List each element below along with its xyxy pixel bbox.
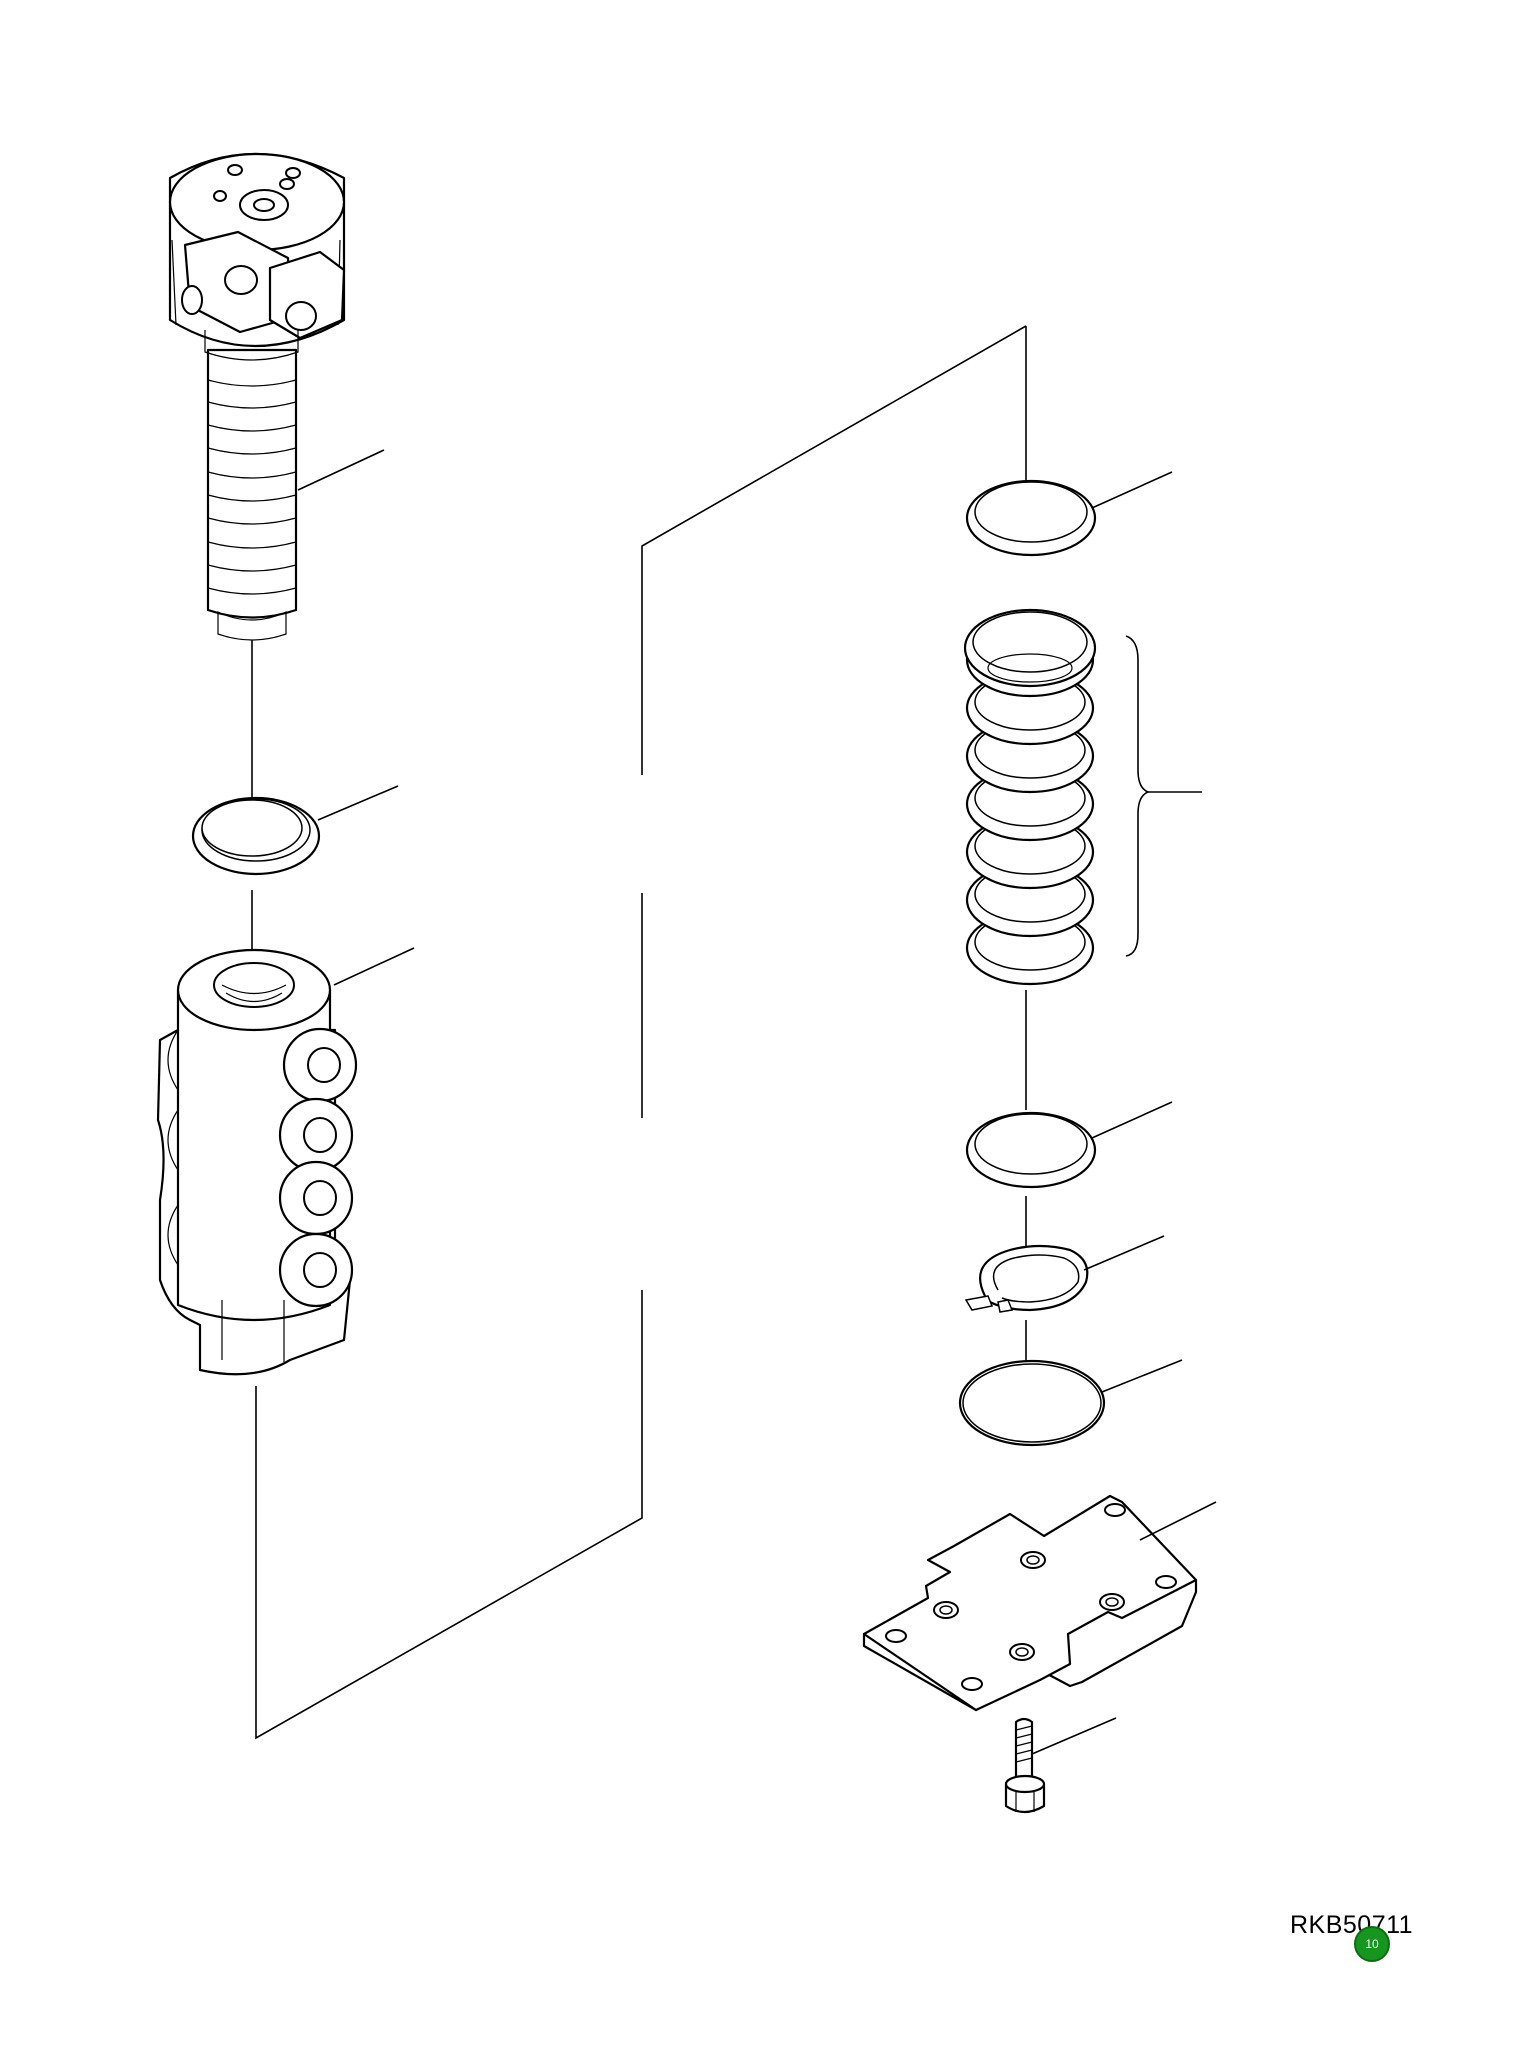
ring-left (191, 796, 321, 876)
page-badge[interactable]: 10 (1354, 1926, 1390, 1962)
bolt (1004, 1717, 1046, 1814)
cover-plate (862, 1494, 1198, 1712)
spool-cartridge (168, 152, 346, 641)
valve-body (156, 948, 358, 1376)
shim-stack (963, 608, 1097, 986)
drawing-code-label: RKB50711 (1290, 1911, 1414, 1939)
backup-ring-top (965, 479, 1097, 557)
assembly-path-lines (251, 325, 1027, 1740)
stack-brace (1125, 635, 1151, 957)
snap-ring (964, 1244, 1089, 1313)
o-ring (958, 1359, 1106, 1447)
backup-ring-bottom (965, 1111, 1097, 1189)
